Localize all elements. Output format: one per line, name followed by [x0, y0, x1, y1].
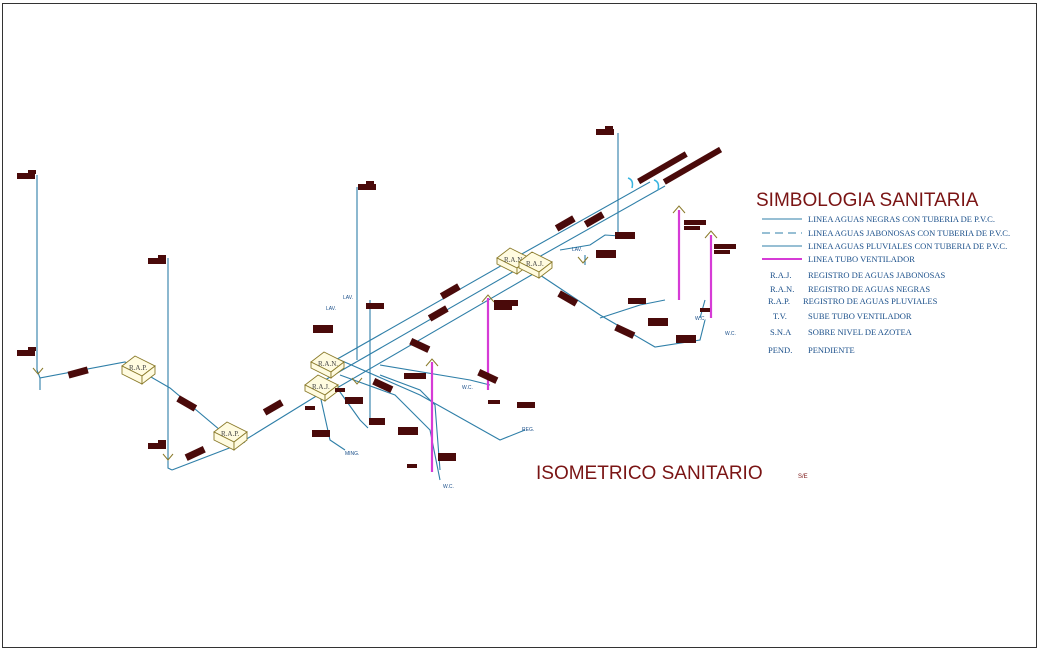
- scale-label: S/E: [798, 474, 808, 480]
- svg-text:R.A.P.: R.A.P.: [221, 430, 239, 438]
- drawing-frame: [2, 3, 1037, 648]
- legend-title: SIMBOLOGIA SANITARIA: [756, 190, 979, 211]
- legend-label-aguas-negras: LINEA AGUAS NEGRAS CON TUBERIA DE P.V.C.: [808, 214, 995, 224]
- abbr-desc: SOBRE NIVEL DE AZOTEA: [808, 327, 913, 337]
- abbr-desc: REGISTRO DE AGUAS PLUVIALES: [803, 296, 938, 306]
- dimension-tags: [17, 126, 736, 468]
- page-title: ISOMETRICO SANITARIO: [536, 463, 763, 484]
- svg-text:LAV.: LAV.: [572, 247, 582, 253]
- svg-text:R.A.P.: R.A.P.: [129, 364, 147, 372]
- svg-text:W.C.: W.C.: [462, 385, 473, 391]
- abbr-desc: REGISTRO DE AGUAS JABONOSAS: [808, 270, 945, 280]
- svg-text:MING.: MING.: [345, 451, 359, 457]
- register-box-ran-1: R.A.N.: [310, 351, 345, 379]
- svg-text:R.A.J.: R.A.J.: [312, 383, 330, 391]
- register-box-raj-2: R.A.J.: [518, 251, 553, 279]
- abbr-code: R.A.J.: [770, 270, 792, 280]
- svg-text:R.A.N.: R.A.N.: [504, 256, 524, 264]
- register-box-raj-1: R.A.J.: [304, 374, 339, 402]
- abbr-code: T.V.: [773, 311, 787, 321]
- svg-text:W.C.: W.C.: [443, 484, 454, 490]
- fixture-labels: LAV. LAV. LAV. W.C. W.C. W.C. W.C. REG. …: [326, 247, 736, 490]
- vent-arrow-icons: [425, 205, 718, 367]
- pipe-network: [36, 133, 706, 481]
- legend-label-aguas-jabonosas: LINEA AGUAS JABONOSAS CON TUBERIA DE P.V…: [808, 228, 1010, 238]
- svg-text:LAV.: LAV.: [343, 295, 353, 301]
- abbr-code: S.N.A: [770, 327, 792, 337]
- svg-text:R.A.N.: R.A.N.: [318, 360, 338, 368]
- register-box-rap-1: R.A.P.: [121, 355, 156, 385]
- svg-text:W.C.: W.C.: [695, 316, 706, 322]
- svg-text:W.C.: W.C.: [725, 331, 736, 337]
- legend: SIMBOLOGIA SANITARIA LINEA AGUAS NEGRAS …: [756, 190, 1010, 355]
- abbr-desc: REGISTRO DE AGUAS NEGRAS: [808, 284, 930, 294]
- down-arrow-icons: [32, 256, 589, 461]
- svg-text:R.A.J.: R.A.J.: [526, 260, 544, 268]
- legend-label-aguas-pluviales: LINEA AGUAS PLUVIALES CON TUBERIA DE P.V…: [808, 241, 1007, 251]
- drawing-title: ISOMETRICO SANITARIO S/E: [536, 463, 808, 484]
- roof-drain-icons: [627, 177, 660, 191]
- abbr-code: R.A.N.: [770, 284, 794, 294]
- vent-pipes: [430, 210, 713, 472]
- abbr-desc: PENDIENTE: [808, 345, 855, 355]
- legend-label-tubo-ventilador: LINEA TUBO VENTILADOR: [808, 254, 915, 264]
- abbr-code: PEND.: [768, 345, 792, 355]
- abbr-desc: SUBE TUBO VENTILADOR: [808, 311, 912, 321]
- register-box-rap-2: R.A.P.: [213, 421, 248, 451]
- abbr-code: R.A.P.: [768, 296, 790, 306]
- svg-text:REG.: REG.: [522, 427, 534, 433]
- svg-text:LAV.: LAV.: [326, 306, 336, 312]
